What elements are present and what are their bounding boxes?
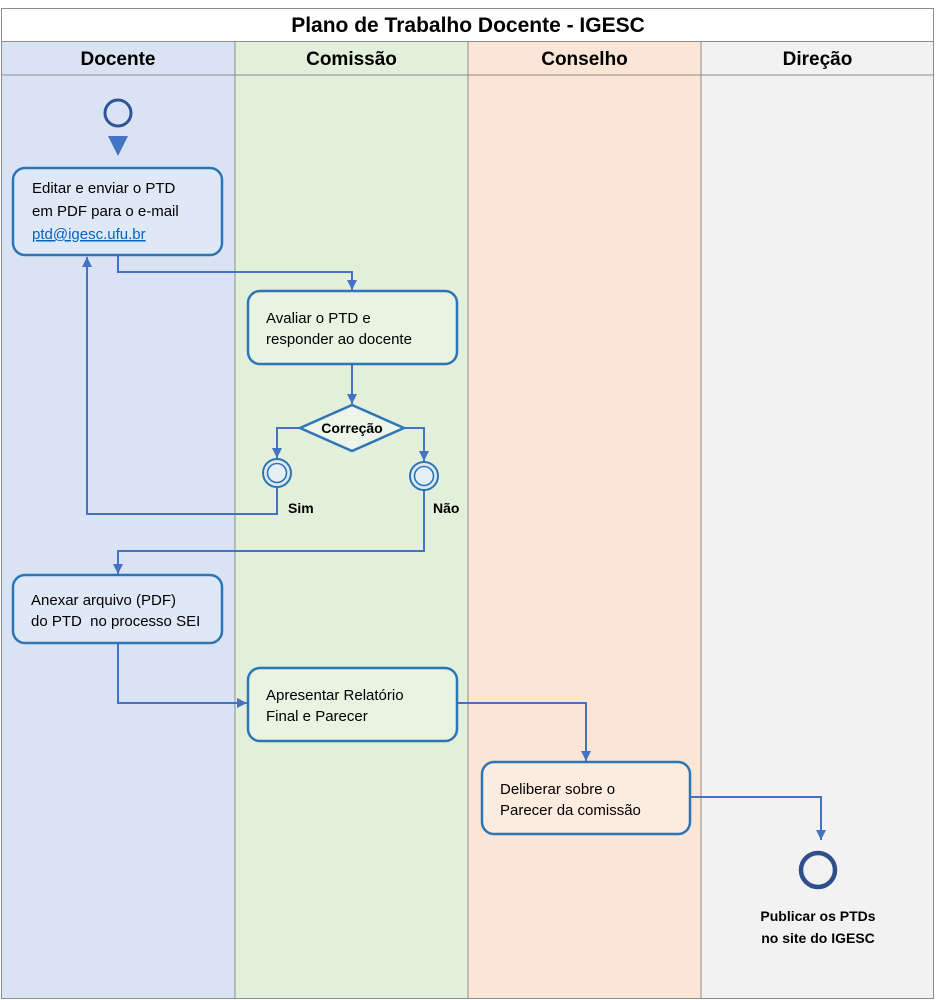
node-anexar-box bbox=[11, 573, 224, 645]
node-deliberar-box bbox=[480, 760, 692, 836]
node-deliberar-line-1: Deliberar sobre o bbox=[500, 781, 615, 798]
lane-docente-header: Docente bbox=[81, 49, 156, 70]
end-node: Publicar os PTDs no site do IGESC bbox=[760, 850, 876, 946]
title-box bbox=[1, 8, 934, 42]
lane-comissao: Comissão bbox=[234, 41, 469, 999]
connector-editar-to-avaliar bbox=[117, 255, 357, 290]
decision-diamond-icon bbox=[296, 403, 408, 453]
connector-correcao-to-sim bbox=[272, 427, 300, 458]
node-editar: Editar e enviar o PTD em PDF para o e-ma… bbox=[11, 166, 224, 257]
node-apresentar-line-2: Final e Parecer bbox=[266, 708, 368, 725]
node-apresentar-line-1: Apresentar Relatório bbox=[266, 687, 404, 704]
start-node bbox=[103, 98, 133, 156]
node-avaliar-box bbox=[246, 289, 459, 366]
connectors bbox=[82, 255, 826, 840]
lane-direcao-header: Direção bbox=[783, 49, 853, 70]
lane-conselho-bg bbox=[467, 41, 702, 999]
connector-correcao-to-nao bbox=[404, 427, 429, 461]
node-avaliar-line-2: responder ao docente bbox=[266, 331, 412, 348]
lane-comissao-header: Comissão bbox=[306, 49, 397, 70]
node-editar-box bbox=[11, 166, 224, 257]
node-anexar-line-2: do PTD no processo SEI bbox=[31, 613, 200, 630]
diagram-title: Plano de Trabalho Docente - IGESC bbox=[291, 14, 645, 37]
branch-nao-label: Não bbox=[433, 500, 459, 516]
diagram-title-bar: Plano de Trabalho Docente - IGESC bbox=[1, 8, 934, 42]
end-node-line-2: no site do IGESC bbox=[761, 930, 875, 946]
start-arrow-icon bbox=[108, 136, 128, 156]
node-anexar: Anexar arquivo (PDF) do PTD no processo … bbox=[11, 573, 224, 645]
node-apresentar-box bbox=[246, 666, 459, 743]
decision-correcao: Correção bbox=[296, 403, 408, 453]
lane-comissao-bg bbox=[234, 41, 469, 999]
email-link[interactable]: ptd@igesc.ufu.br bbox=[32, 226, 146, 243]
decision-correcao-label: Correção bbox=[321, 420, 382, 436]
connector-anexar-to-apresentar bbox=[117, 643, 247, 708]
node-anexar-line-1: Anexar arquivo (PDF) bbox=[31, 592, 176, 609]
branch-nao: Não bbox=[409, 461, 459, 516]
outer-frame bbox=[1, 8, 934, 999]
node-deliberar-line-2: Parecer da comissão bbox=[500, 802, 641, 819]
connector-deliberar-to-publicar bbox=[690, 796, 826, 840]
connector-nao-to-anexar bbox=[113, 490, 425, 574]
node-editar-line-2: em PDF para o e-mail bbox=[32, 203, 179, 220]
end-node-line-1: Publicar os PTDs bbox=[760, 908, 875, 924]
node-deliberar: Deliberar sobre o Parecer da comissão bbox=[480, 760, 692, 836]
lane-conselho-header: Conselho bbox=[541, 49, 628, 70]
branch-sim-inner-ring-icon bbox=[266, 462, 288, 484]
branch-sim-label: Sim bbox=[288, 500, 314, 516]
connector-apresentar-to-deliberar bbox=[457, 702, 591, 761]
branch-nao-inner-ring-icon bbox=[413, 465, 435, 487]
connector-sim-to-editar bbox=[82, 257, 278, 515]
end-circle-icon bbox=[798, 850, 838, 890]
node-avaliar-line-1: Avaliar o PTD e bbox=[266, 310, 371, 327]
node-apresentar: Apresentar Relatório Final e Parecer bbox=[246, 666, 459, 743]
branch-sim: Sim bbox=[262, 458, 314, 516]
node-avaliar: Avaliar o PTD e responder ao docente bbox=[246, 289, 459, 366]
lane-conselho: Conselho bbox=[467, 41, 702, 999]
start-circle-icon bbox=[103, 98, 133, 128]
node-editar-line-1: Editar e enviar o PTD bbox=[32, 180, 176, 197]
